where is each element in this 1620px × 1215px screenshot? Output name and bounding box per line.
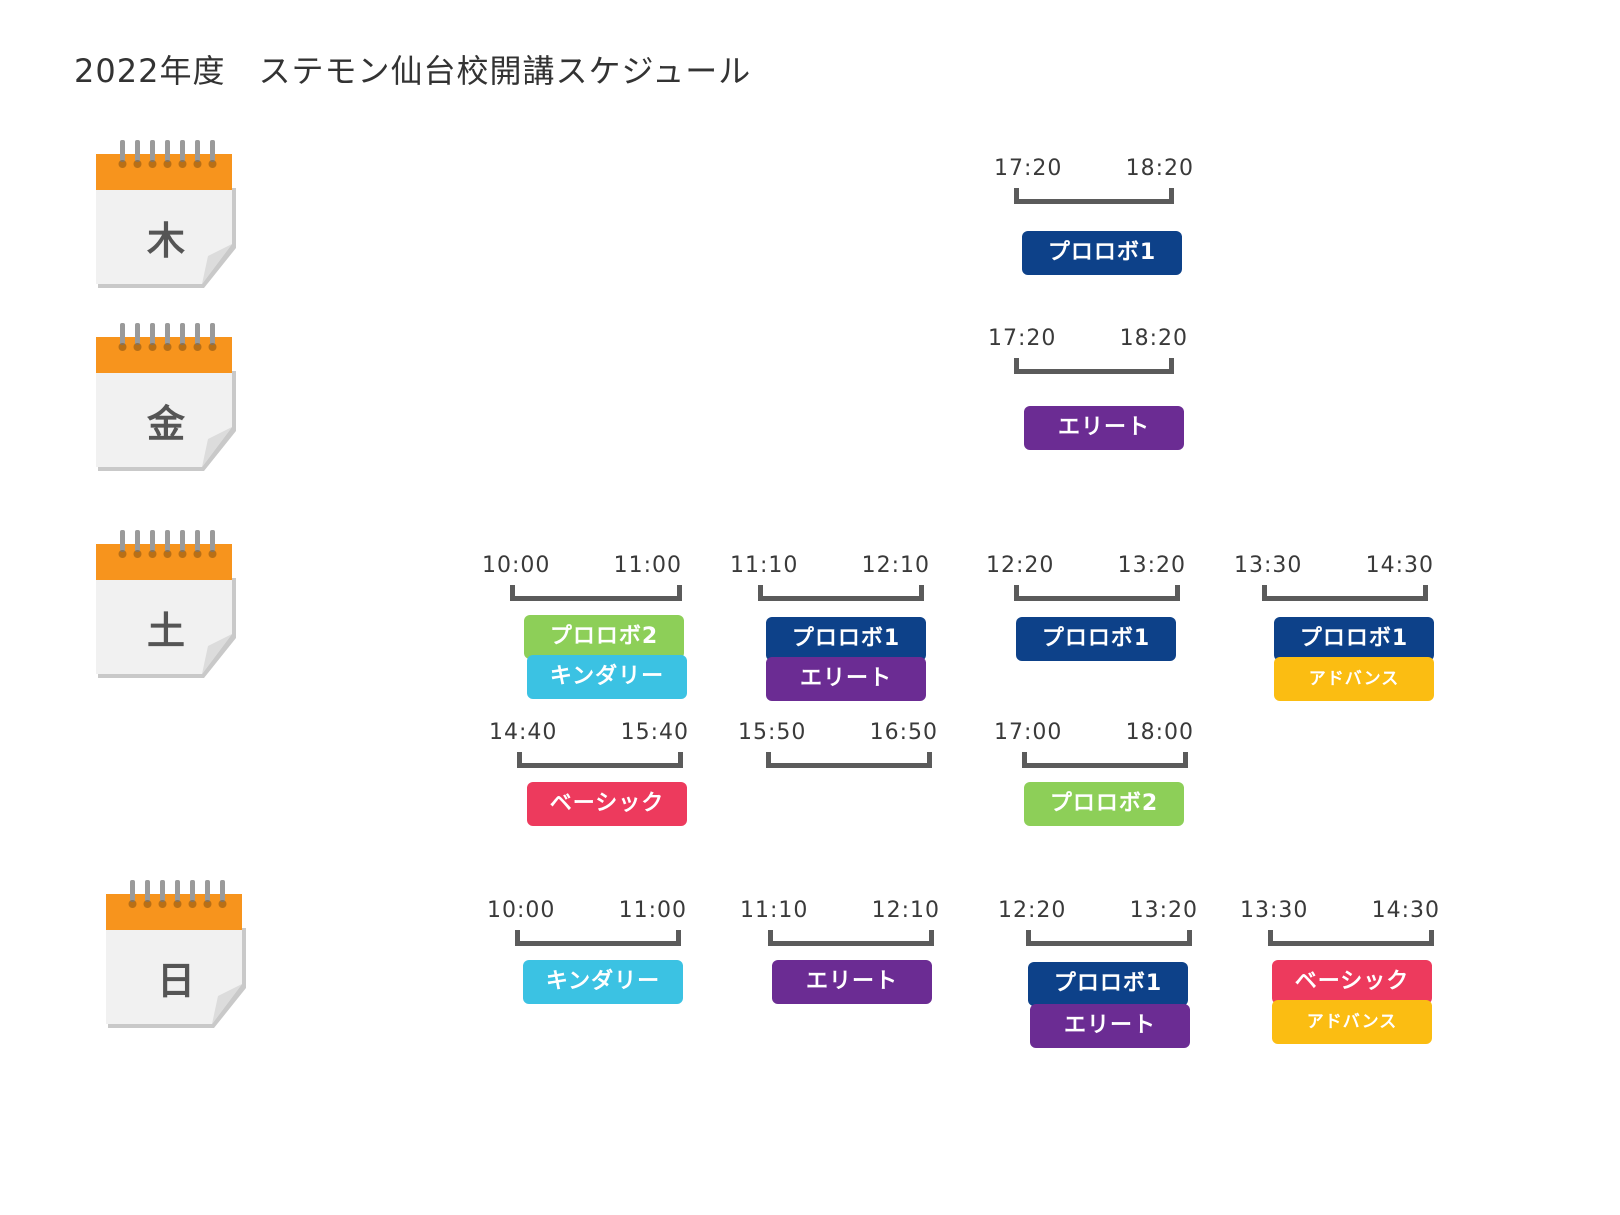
calendar-icon bbox=[96, 530, 236, 678]
time-slot: 11:10 12:10 エリート bbox=[740, 898, 940, 1058]
time-slot: 15:50 16:50 bbox=[738, 720, 938, 880]
time-bracket bbox=[1268, 930, 1434, 946]
time-bracket bbox=[517, 752, 683, 768]
end-time: 18:00 bbox=[1125, 720, 1194, 745]
time-bracket bbox=[515, 930, 681, 946]
time-slot: 17:00 18:00 プロロボ2 bbox=[994, 720, 1194, 880]
start-time: 17:00 bbox=[994, 720, 1063, 745]
time-bracket bbox=[510, 585, 682, 601]
start-time: 14:40 bbox=[489, 720, 558, 745]
day-label-fri: 金 bbox=[146, 402, 185, 446]
class-badge: プロロボ1 bbox=[766, 617, 926, 661]
class-badge: プロロボ1 bbox=[1274, 617, 1434, 661]
calendar-icon bbox=[96, 323, 236, 471]
end-time: 16:50 bbox=[869, 720, 938, 745]
class-badge: エリート bbox=[1024, 406, 1184, 450]
start-time: 11:10 bbox=[740, 898, 809, 923]
start-time: 12:20 bbox=[998, 898, 1067, 923]
end-time: 11:00 bbox=[618, 898, 687, 923]
class-badge: プロロボ1 bbox=[1016, 617, 1176, 661]
time-bracket bbox=[758, 585, 924, 601]
class-badge: プロロボ2 bbox=[524, 615, 684, 659]
time-bracket bbox=[1022, 752, 1188, 768]
time-bracket bbox=[1014, 585, 1180, 601]
calendar-icon-thu: 木 bbox=[96, 140, 236, 290]
class-badge: キンダリー bbox=[523, 960, 683, 1004]
end-time: 14:30 bbox=[1371, 898, 1440, 923]
time-bracket bbox=[1014, 188, 1174, 204]
calendar-icon-fri: 金 bbox=[96, 323, 236, 473]
end-time: 13:20 bbox=[1129, 898, 1198, 923]
day-label-sat: 土 bbox=[146, 609, 185, 653]
time-slot: 12:20 13:20 プロロボ1 エリート bbox=[998, 898, 1198, 1058]
day-label-sun: 日 bbox=[156, 959, 195, 1003]
end-time: 15:40 bbox=[620, 720, 689, 745]
time-slot: 12:20 13:20 プロロボ1 bbox=[986, 553, 1186, 713]
calendar-icon bbox=[106, 880, 246, 1028]
start-time: 10:00 bbox=[487, 898, 556, 923]
time-bracket bbox=[1026, 930, 1192, 946]
class-badge: エリート bbox=[772, 960, 932, 1004]
time-bracket bbox=[1014, 358, 1174, 374]
calendar-icon-sat: 土 bbox=[96, 530, 236, 680]
time-bracket bbox=[766, 752, 932, 768]
page-title: 2022年度 ステモン仙台校開講スケジュール bbox=[74, 52, 752, 90]
class-badge: プロロボ1 bbox=[1022, 231, 1182, 275]
time-bracket bbox=[1262, 585, 1428, 601]
end-time: 13:20 bbox=[1117, 553, 1186, 578]
time-slot: 13:30 14:30 プロロボ1 アドバンス bbox=[1234, 553, 1434, 713]
time-bracket bbox=[768, 930, 934, 946]
start-time: 17:20 bbox=[994, 156, 1063, 181]
time-slot: 10:00 11:00 プロロボ2 キンダリー bbox=[482, 553, 687, 713]
class-badge: アドバンス bbox=[1272, 1000, 1432, 1044]
day-label-thu: 木 bbox=[146, 219, 185, 263]
time-slot: 11:10 12:10 プロロボ1 エリート bbox=[730, 553, 930, 713]
start-time: 12:20 bbox=[986, 553, 1055, 578]
end-time: 12:10 bbox=[871, 898, 940, 923]
time-slot: 10:00 11:00 キンダリー bbox=[487, 898, 687, 1058]
class-badge: アドバンス bbox=[1274, 657, 1434, 701]
time-slot: 13:30 14:30 ベーシック アドバンス bbox=[1240, 898, 1440, 1058]
end-time: 18:20 bbox=[1125, 156, 1194, 181]
class-badge: ベーシック bbox=[527, 782, 687, 826]
class-badge: プロロボ2 bbox=[1024, 782, 1184, 826]
calendar-icon-sun: 日 bbox=[106, 880, 246, 1030]
time-slot: 17:20 18:20 エリート bbox=[988, 326, 1188, 486]
class-badge: エリート bbox=[1030, 1004, 1190, 1048]
start-time: 15:50 bbox=[738, 720, 807, 745]
start-time: 13:30 bbox=[1240, 898, 1309, 923]
class-badge: エリート bbox=[766, 657, 926, 701]
start-time: 13:30 bbox=[1234, 553, 1303, 578]
end-time: 14:30 bbox=[1365, 553, 1434, 578]
time-slot: 17:20 18:20 プロロボ1 bbox=[994, 156, 1194, 316]
end-time: 18:20 bbox=[1119, 326, 1188, 351]
start-time: 10:00 bbox=[482, 553, 551, 578]
class-badge: キンダリー bbox=[527, 655, 687, 699]
class-badge: ベーシック bbox=[1272, 960, 1432, 1004]
time-slot: 14:40 15:40 ベーシック bbox=[489, 720, 689, 880]
start-time: 11:10 bbox=[730, 553, 799, 578]
end-time: 11:00 bbox=[613, 553, 682, 578]
calendar-icon bbox=[96, 140, 236, 288]
class-badge: プロロボ1 bbox=[1028, 962, 1188, 1006]
end-time: 12:10 bbox=[861, 553, 930, 578]
start-time: 17:20 bbox=[988, 326, 1057, 351]
